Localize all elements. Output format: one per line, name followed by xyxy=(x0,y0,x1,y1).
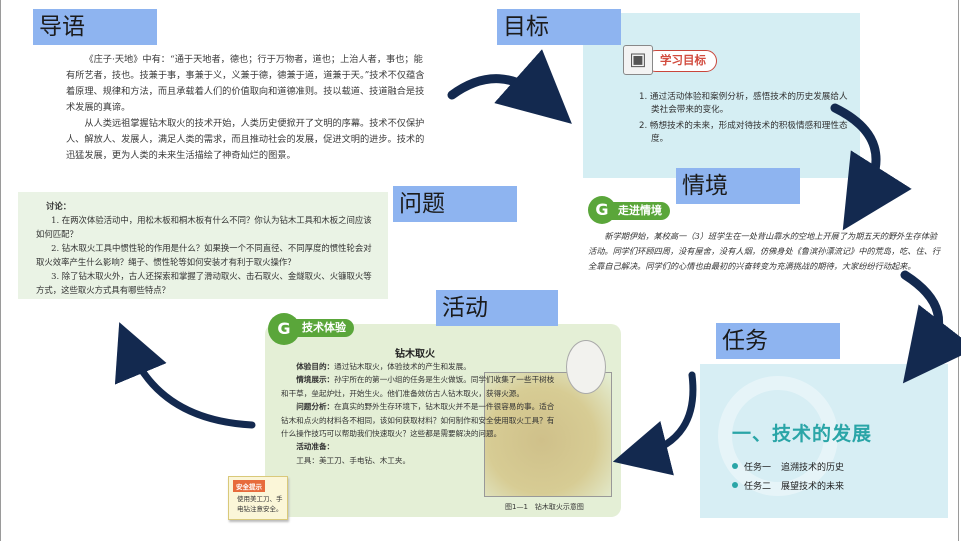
learning-goal-badge-label: 学习目标 xyxy=(645,50,717,72)
activity-title: 钻木取火 xyxy=(395,349,435,360)
task-text: 追溯技术的历史 xyxy=(781,463,845,473)
task-list: 任务一追溯技术的历史 任务二展望技术的未来 xyxy=(732,460,844,498)
activity-purpose: 体验目的：通过钻木取火，体验技术的产生和发展。 xyxy=(281,360,561,373)
goal-item: 2. 畅想技术的未来，形成对待技术的积极情感和理性态度。 xyxy=(639,121,848,144)
discussion-panel: 讨论： 1. 在两次体验活动中，用松木板和桐木板有什么不同？你认为钻木工具和木板… xyxy=(18,192,388,299)
arrow-scene-to-task xyxy=(900,270,961,384)
task-panel: 一、技术的发展 任务一追溯技术的历史 任务二展望技术的未来 xyxy=(700,364,948,518)
scene-text: 新学期伊始，某校高一（3）班学生在一处背山靠水的空地上开展了为期五天的野外生存体… xyxy=(588,231,941,271)
analysis-label: 问题分析： xyxy=(296,402,335,412)
task-key: 任务二 xyxy=(744,482,772,492)
analysis-text: 在真实的野外生存环境下，钻木取火并不是一件很容易的事。适合钻木和点火的材料各不相… xyxy=(281,402,555,439)
arrow-activity-to-question xyxy=(114,322,256,429)
intro-paragraph-1: 《庄子·天地》中有：“通于天地者，德也；行于万物者，道也；上治人者，事也；能有所… xyxy=(66,54,425,113)
activity-tools: 工具：美工刀、手电钻、木工夹。 xyxy=(296,455,411,465)
task-key: 任务一 xyxy=(744,463,772,473)
label-question: 问题 xyxy=(393,186,517,222)
arrow-intro-to-goal xyxy=(447,49,572,124)
safety-note: 安全提示 使用美工刀、手电钻注意安全。 xyxy=(228,476,288,520)
task-text: 展望技术的未来 xyxy=(781,482,845,492)
scene-badge-label: 走进情境 xyxy=(608,202,670,220)
label-activity: 活动 xyxy=(436,290,558,326)
frame-right-line xyxy=(958,0,959,541)
discussion-item: 1. 在两次体验活动中，用松木板和桐木板有什么不同？你认为钻木工具和木板之间应该… xyxy=(36,215,372,239)
intro-paragraph-2: 从人类远祖掌握钻木取火的技术开始，人类历史便掀开了文明的序幕。技术不仅保护人、解… xyxy=(66,118,425,161)
gear-icon: G xyxy=(588,196,616,224)
scene-badge: 走进情境 G xyxy=(588,194,672,226)
gear-icon: G xyxy=(268,313,300,345)
task-item: 任务一追溯技术的历史 xyxy=(732,460,844,473)
goal-item: 1. 通过活动体验和案例分析，感悟技术的历史发展给人类社会带来的变化。 xyxy=(639,92,848,115)
task-heading: 一、技术的发展 xyxy=(732,423,873,445)
goal-list: 1. 通过活动体验和案例分析，感悟技术的历史发展给人类社会带来的变化。 2. 畅… xyxy=(639,91,849,149)
discussion-title: 讨论： xyxy=(46,201,72,211)
label-scene: 情境 xyxy=(676,168,800,204)
goal-panel: 学习目标 ▣ 1. 通过活动体验和案例分析，感悟技术的历史发展给人类社会带来的变… xyxy=(583,13,860,178)
computer-icon: ▣ xyxy=(623,45,653,75)
purpose-text: 通过钻木取火，体验技术的产生和发展。 xyxy=(334,362,471,371)
label-goal: 目标 xyxy=(497,9,621,45)
activity-badge-label: 技术体验 xyxy=(292,319,354,337)
discussion-item: 3. 除了钻木取火外，古人还探索和掌握了滑动取火、击石取火、金燧取火、火镰取火等… xyxy=(36,271,372,295)
drill-tool-illustration xyxy=(566,340,606,394)
scenario-label: 情境展示： xyxy=(296,375,335,385)
task-item: 任务二展望技术的未来 xyxy=(732,479,844,492)
activity-analysis: 问题分析：在真实的野外生存环境下，钻木取火并不是一件很容易的事。适合钻木和点火的… xyxy=(281,400,561,440)
activity-badge: 技术体验 G xyxy=(268,312,358,346)
activity-body: 体验目的：通过钻木取火，体验技术的产生和发展。 情境展示：孙宇所在的第一小组的任… xyxy=(281,360,561,467)
safety-tag: 安全提示 xyxy=(233,480,265,492)
activity-prep: 活动准备： xyxy=(281,440,561,453)
bullet-icon xyxy=(732,463,738,469)
frame-left-line xyxy=(0,0,1,541)
activity-scenario: 情境展示：孙宇所在的第一小组的任务是生火做饭。同学们收集了一些干树枝和干草，垒起… xyxy=(281,373,561,400)
prep-label: 活动准备： xyxy=(296,442,335,452)
label-task: 任务 xyxy=(716,323,840,359)
scenario-text: 孙宇所在的第一小组的任务是生火做饭。同学们收集了一些干树枝和干草，垒起炉灶，开始… xyxy=(281,375,555,398)
safety-text: 使用美工刀、手电钻注意安全。 xyxy=(237,495,283,513)
arrow-task-to-activity xyxy=(612,371,697,476)
learning-goal-badge: 学习目标 ▣ xyxy=(623,45,717,75)
intro-text: 《庄子·天地》中有：“通于天地者，德也；行于万物者，道也；上治人者，事也；能有所… xyxy=(66,52,426,164)
purpose-label: 体验目的： xyxy=(296,362,335,371)
figure-caption: 图1—1 钻木取火示意图 xyxy=(505,503,584,511)
bullet-icon xyxy=(732,482,738,488)
label-intro: 导语 xyxy=(33,9,157,45)
discussion-item: 2. 钻木取火工具中惯性轮的作用是什么？如果换一个不同直径、不同厚度的惯性轮会对… xyxy=(36,243,372,267)
